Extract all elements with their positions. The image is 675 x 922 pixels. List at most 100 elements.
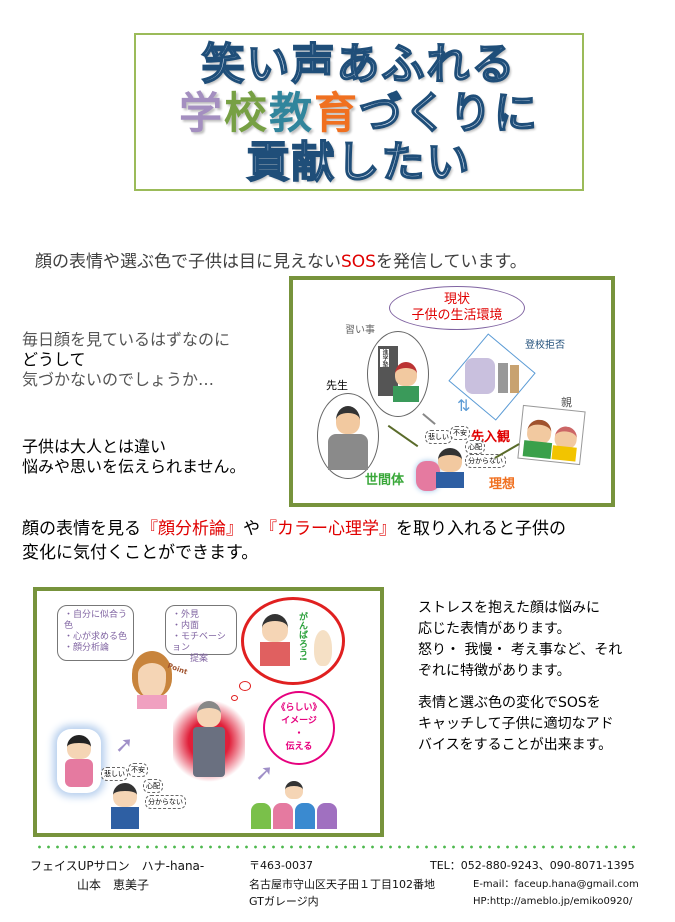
worry-bubble: 心配 (465, 440, 485, 454)
proposal-bubble: ・外見 ・内面 ・モチベーション 提案 (165, 605, 237, 664)
intro-sos: SOS (341, 252, 376, 272)
appearance-label: 世間体 (365, 473, 405, 488)
left-line-3: 気づかないのでしょうか… (22, 370, 215, 389)
left-line-4: 子供は大人とは違い (22, 437, 167, 456)
bubble-item: ・顔分析論 (64, 643, 110, 653)
bubble-item: ・モチベーション (172, 632, 226, 653)
footer-tel: TEL：052-880-9243、090-8071-1395 (430, 859, 635, 872)
arrow-icon (387, 424, 419, 448)
confident-man-icon (197, 701, 221, 727)
cram-school-building-icon: 進学塾 (378, 346, 398, 396)
lessons-ellipse: 進学塾 (367, 331, 429, 417)
cheering-girl-body-icon (260, 642, 290, 666)
title-char-iku: 育 (314, 89, 359, 139)
title-line-2: 学校教育づくりに (136, 89, 582, 140)
title-line-3: 貢献したい (246, 138, 472, 189)
withdrawn-child-icon (465, 358, 495, 394)
image-bubble-line: 《らしい》 (276, 703, 322, 713)
intro-before: 顔の表情や選ぶ色で子供は目に見えない (35, 252, 341, 272)
image-bubble-line: ・ (294, 729, 304, 739)
image-bubble-line: 伝える (285, 742, 313, 752)
parents-label: 親 (561, 396, 572, 409)
worried-boy-body-icon (111, 807, 139, 829)
thought-dot (239, 681, 251, 691)
worry-bubble: 不安 (450, 426, 470, 440)
worry-bubble: 不安 (128, 763, 148, 777)
title-char-kou: 校 (224, 89, 269, 139)
arrow-icon (422, 413, 436, 425)
heading-part: や (243, 519, 260, 539)
title-char-gaku: 学 (179, 89, 224, 139)
left-line-2: どうして (22, 350, 86, 369)
explanation-line: 怒り・ 我慢・ 考え事など、それ (418, 642, 623, 658)
sad-girl-body-icon (65, 759, 93, 787)
student-body-icon (393, 386, 419, 402)
refusal-label: 登校拒否 (525, 340, 565, 351)
cheer-thought-ellipse: がんばろう! (241, 597, 345, 685)
footer-homepage: HP:http://ameblo.jp/emiko0920/ (473, 896, 633, 907)
image-bubble: 《らしい》 イメージ ・ 伝える (263, 691, 335, 765)
bubble-item: ・心が求める色 (64, 632, 128, 642)
left-line-5: 悩みや思いを伝えられません。 (22, 457, 246, 476)
worry-bubble: 悲しい (425, 430, 452, 444)
title-line-1: 笑い声あふれる (201, 40, 517, 91)
happy-woman-icon (314, 630, 332, 666)
left-text-block-2: 子供は大人とは違い 悩みや思いを伝えられません。 (22, 437, 246, 477)
method-heading: 顔の表情を見る『顔分析論』や『カラー心理学』を取り入れると子供の 変化に気付くこ… (22, 517, 566, 565)
parent-body-icon (551, 445, 577, 462)
title-line-2-rest: づくりに (358, 89, 539, 140)
cheering-girl-icon (262, 614, 288, 642)
bubble-item: ・自分に似合う色 (64, 610, 128, 631)
color-bubble: ・自分に似合う色 ・心が求める色 ・顔分析論 (57, 605, 134, 661)
bubble-item: 提案 (190, 654, 209, 664)
child-icon (317, 803, 337, 829)
footer-email: E-mail：faceup.hana@gmail.com (473, 879, 639, 890)
image-bubble-line: イメージ (281, 716, 317, 726)
counselor-icon (132, 651, 172, 697)
up-down-arrows-icon: ⇅ (457, 396, 471, 415)
confident-man-body-icon (193, 727, 225, 777)
left-text-block-1: 毎日顔を見ているはずなのに どうして 気づかないのでしょうか… (22, 330, 230, 390)
intro-after: を発信しています。 (375, 252, 527, 272)
explanation-line: 表情と選ぶ色の変化でSOSを (418, 695, 601, 711)
heading-part: を取り入れると子供の (396, 519, 566, 539)
worried-boy-icon (438, 448, 462, 472)
worried-boy-body-icon (436, 472, 464, 488)
arrow-icon (494, 443, 520, 459)
footer-salon: フェイスUPサロン ハナ-hana- (30, 859, 205, 873)
heading-part: 顔の表情を見る (22, 519, 141, 539)
parent-figure-icon (510, 365, 519, 393)
heading-line-2: 変化に気付くことができます。 (22, 543, 259, 563)
bubble-item: ・内面 (172, 621, 200, 631)
teacher-face-icon (285, 781, 303, 799)
face-analysis-term: 『顔分析論』 (141, 519, 243, 539)
school-sign: 進学塾 (380, 349, 389, 367)
footer-divider (35, 843, 640, 851)
angry-parents-picture (517, 404, 586, 466)
counselor-body-icon (137, 695, 167, 709)
happy-children-icon (251, 781, 337, 829)
worry-bubble: 悲しい (101, 767, 128, 781)
footer-building: GTガレージ内 (249, 895, 319, 908)
explanation-text: ストレスを抱えた顔は悩みに 応じた表情があります。 怒り・ 我慢・ 考え事など、… (418, 598, 622, 756)
explanation-line: バイスをすることが出来ます。 (418, 737, 613, 753)
explanation-line: ぞれに特徴があります。 (418, 663, 571, 679)
lessons-label: 習い事 (345, 325, 375, 336)
parent-figure-icon (498, 363, 508, 393)
worried-boy-icon (113, 783, 137, 807)
current-title: 現状 (443, 292, 470, 307)
title-char-kyou: 教 (269, 89, 314, 139)
sad-girl-face-icon (67, 735, 91, 759)
left-line-1: 毎日顔を見ているはずなのに (22, 330, 231, 349)
cheer-text: がんばろう! (297, 612, 307, 662)
child-icon (251, 803, 271, 829)
footer-postal: 〒463-0037 (249, 859, 313, 872)
ideal-label: 理想 (489, 477, 516, 492)
method-illustration: ・自分に似合う色 ・心が求める色 ・顔分析論 ・外見 ・内面 ・モチベーション … (33, 587, 384, 837)
arrow-up-right-icon: ➚ (255, 761, 274, 786)
teacher-ellipse (317, 393, 379, 479)
current-state-ellipse: 現状 子供の生活環境 (389, 286, 525, 330)
teacher-face-icon (336, 406, 360, 434)
current-sub: 子供の生活環境 (411, 308, 503, 323)
title-box: 笑い声あふれる 学校教育づくりに 貢献したい (134, 33, 584, 191)
